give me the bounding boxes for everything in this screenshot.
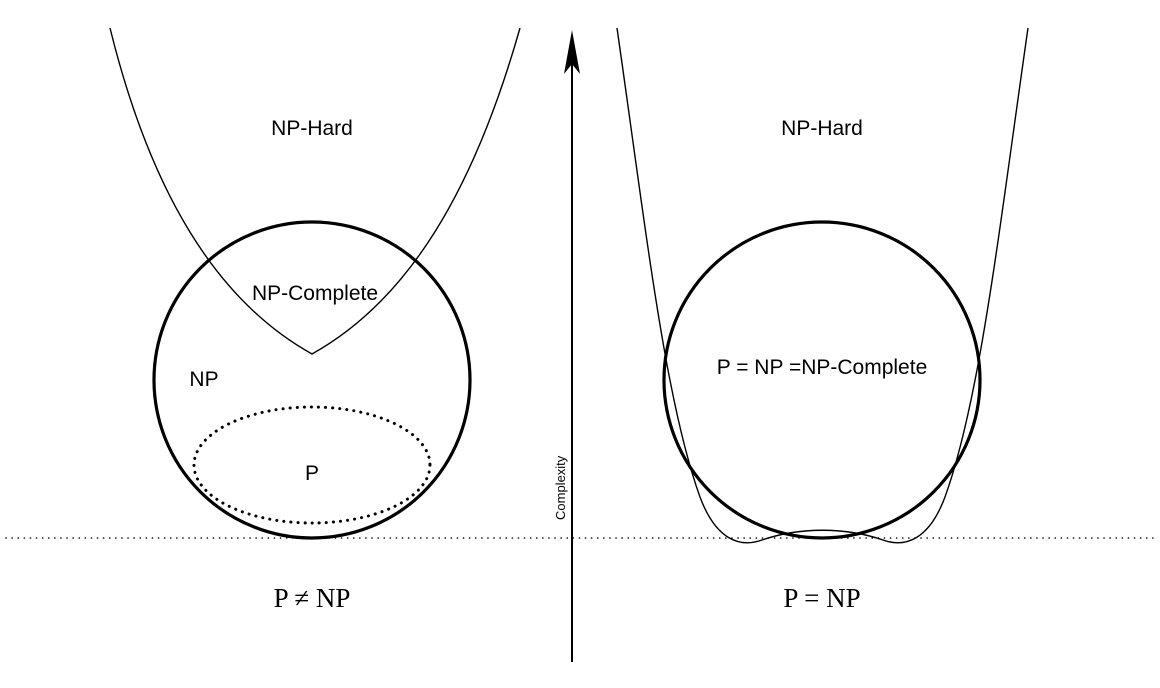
panel-left: NP-Hard NP-Complete NP P P ≠ NP — [109, 27, 521, 613]
label-np-hard-left: NP-Hard — [271, 117, 353, 140]
panel-right: NP-Hard P = NP =NP-Complete P = NP — [616, 27, 1029, 613]
label-np-complete: NP-Complete — [252, 282, 378, 305]
caption-left-panel: P ≠ NP — [274, 583, 351, 613]
np-hard-boundary-right-panel — [616, 27, 1029, 544]
label-p: P — [305, 462, 319, 485]
np-hard-boundary-left-panel — [109, 27, 521, 355]
caption-right-panel: P = NP — [783, 583, 860, 613]
label-p-equals-np-equals-np-complete: P = NP =NP-Complete — [717, 356, 928, 379]
np-circle — [152, 220, 472, 540]
p-equals-np-circle — [662, 220, 982, 540]
label-np-hard-right: NP-Hard — [781, 117, 863, 140]
up-arrow-icon — [564, 30, 580, 74]
axis-label-complexity: Complexity — [553, 455, 568, 520]
p-ellipse — [192, 405, 432, 525]
label-np: NP — [189, 368, 218, 391]
complexity-axis: Complexity — [553, 30, 580, 662]
